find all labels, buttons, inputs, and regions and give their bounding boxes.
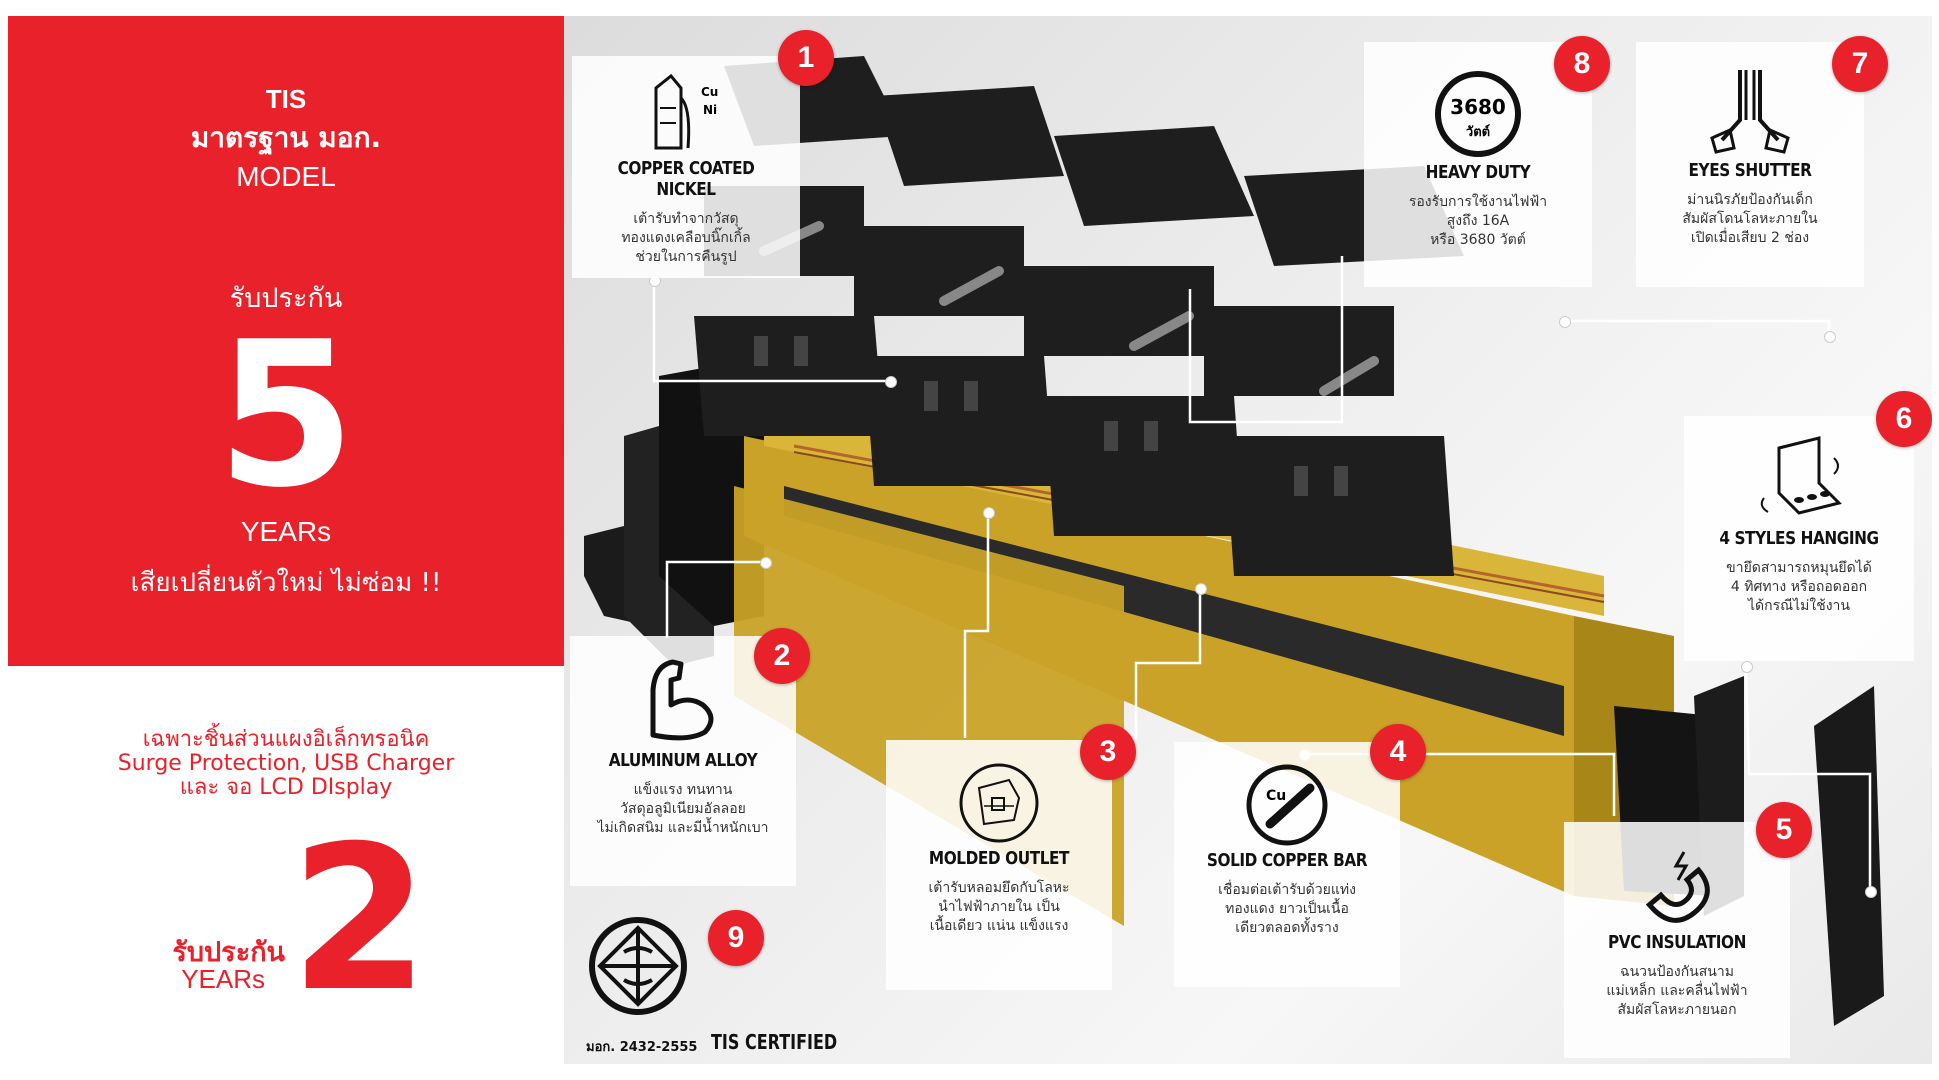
magnet-icon: [1645, 851, 1710, 923]
feature-number-badge: 1: [778, 30, 834, 86]
feature-title: COPPER COATED NICKEL: [617, 158, 755, 200]
feature-number-badge: 7: [1832, 36, 1888, 92]
hanging-bracket-icon: [1760, 436, 1842, 515]
feature-number-badge: 6: [1876, 391, 1932, 447]
feature-title: ALUMINUM ALLOY: [608, 750, 758, 771]
copper-bar-icon: Cu: [1246, 764, 1328, 846]
icon-cu-text: Cu: [701, 85, 718, 99]
warranty2-years-label: YEARs: [181, 964, 265, 994]
feature-card-heavy-duty: 3680 วัตต์ HEAVY DUTY รองรับการใช้งานไฟฟ…: [1364, 42, 1592, 287]
feature-title: TIS CERTIFIED: [711, 1030, 838, 1054]
model-label: MODEL: [236, 161, 336, 192]
feature-card-pvc-insulation: PVC INSULATION ฉนวนป้องกันสนามแม่เหล็ก แ…: [1564, 822, 1790, 1058]
leader-dot: [1824, 331, 1836, 343]
leader-dot: [1559, 316, 1571, 328]
feature-title: MOLDED OUTLET: [928, 848, 1070, 869]
muscle-arm-icon: [650, 659, 714, 741]
feature-title: SOLID COPPER BAR: [1206, 850, 1368, 871]
feature-desc: แข็งแรง ทนทานวัสดุอลูมิเนียมอัลลอยไม่เกิ…: [597, 782, 769, 836]
svg-text:วัตต์: วัตต์: [1466, 124, 1490, 140]
electronics-note-line2: Surge Protection, USB Charger: [117, 751, 455, 776]
svg-text:Cu: Cu: [1266, 788, 1286, 804]
replace-note: เสียเปลี่ยนตัวใหม่ ไม่ซ่อม !!: [130, 568, 442, 598]
years-label: YEARs: [240, 516, 332, 547]
feature-title: HEAVY DUTY: [1425, 162, 1531, 183]
feature-number-badge: 8: [1554, 36, 1610, 92]
feature-card-molded-outlet: MOLDED OUTLET เต้ารับหลอมยึดกับโลหะนำไฟฟ…: [886, 740, 1112, 990]
icon-ni-text: Ni: [703, 103, 717, 117]
feature-title: EYES SHUTTER: [1688, 160, 1812, 181]
feature-number-badge: 4: [1370, 724, 1426, 780]
standard-label: มาตรฐาน มอก.: [190, 121, 382, 154]
feature-card-aluminum-alloy: ALUMINUM ALLOY แข็งแรง ทนทานวัสดุอลูมิเน…: [570, 636, 796, 886]
feature-card-4-styles-hanging: 4 STYLES HANGING ขายึดสามารถหมุนยึดได้4 …: [1684, 416, 1914, 661]
feature-desc: ขายึดสามารถหมุนยึดได้4 ทิศทาง หรือถอดออก…: [1726, 560, 1872, 614]
watt-badge-icon: 3680 วัตต์: [1435, 71, 1521, 157]
molded-outlet-icon: [959, 763, 1039, 843]
warranty-label: รับประกัน: [229, 283, 343, 314]
tis-standard-number: มอก. 2432-2555: [586, 1040, 698, 1055]
svg-text:3680: 3680: [1450, 95, 1506, 119]
feature-number-badge: 2: [754, 628, 810, 684]
feature-desc: เชื่อมต่อเต้ารับด้วยแท่งทองแดง ยาวเป็นเน…: [1218, 882, 1356, 936]
feature-number-badge: 3: [1080, 724, 1136, 780]
feature-number-badge: 9: [708, 910, 764, 966]
leader-dot: [760, 557, 772, 569]
tis-logo-icon: [589, 917, 687, 1015]
electronics-note-line3: และ จอ LCD DIsplay: [179, 775, 393, 800]
leader-lines: [652, 256, 1872, 891]
feature-number-badge: 5: [1756, 802, 1812, 858]
leader-dot: [1195, 583, 1207, 595]
feature-title: PVC INSULATION: [1608, 932, 1746, 953]
leader-dot: [1865, 886, 1877, 898]
leader-dot: [885, 376, 897, 388]
shutter-icon: [1710, 70, 1790, 154]
feature-card-solid-copper-bar: Cu SOLID COPPER BAR เชื่อมต่อเต้ารับด้วย…: [1174, 742, 1400, 987]
feature-desc: ม่านนิรภัยป้องกันเด็กสัมผัสโดนโลหะภายในเ…: [1682, 192, 1818, 246]
feature-card-eyes-shutter: EYES SHUTTER ม่านนิรภัยป้องกันเด็กสัมผัส…: [1636, 42, 1864, 287]
feature-desc: เต้ารับหลอมยึดกับโลหะนำไฟฟ้าภายใน เป็นเน…: [928, 880, 1070, 934]
leader-dot: [1741, 661, 1753, 673]
feature-card-copper-coated-nickel: Cu Ni COPPER COATED NICKEL เต้ารับทำจากว…: [572, 56, 800, 278]
feature-title: 4 STYLES HANGING: [1719, 528, 1879, 549]
warranty2-label: รับประกัน: [172, 937, 285, 968]
tis-label: TIS: [265, 84, 307, 114]
electronics-note: เฉพาะชิ้นส่วนแผงอิเล็กทรอนิค Surge Prote…: [8, 728, 564, 800]
copper-nickel-icon: Cu Ni: [654, 73, 718, 150]
warranty-panel: TIS มาตรฐาน มอก. MODEL รับประกัน 5 YEARs…: [8, 16, 564, 666]
feature-desc: เต้ารับทำจากวัสดุทองแดงเคลือบนิ๊กเกิ้ลช่…: [621, 211, 751, 265]
warranty2-number: 2: [290, 803, 430, 1036]
leader-dot: [983, 507, 995, 519]
feature-desc: ฉนวนป้องกันสนามแม่เหล็ก และคลื่นไฟฟ้าสัม…: [1606, 964, 1748, 1018]
warranty-years-number: 5: [216, 299, 356, 532]
product-exploded-view: Cu Ni COPPER COATED NICKEL เต้ารับทำจากว…: [564, 16, 1932, 1064]
electronics-note-line1: เฉพาะชิ้นส่วนแผงอิเล็กทรอนิค: [142, 727, 430, 752]
